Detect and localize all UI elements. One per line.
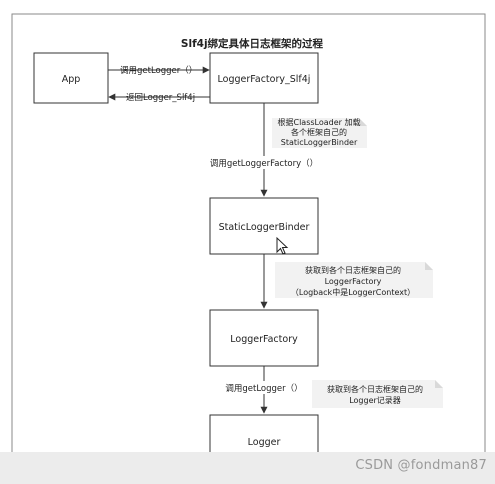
node-logger-factory: LoggerFactory: [209, 309, 319, 367]
note-classloader-line-3: StaticLoggerBinder: [281, 138, 358, 147]
watermark: CSDN @fondman87: [355, 458, 487, 473]
node-logger-label: Logger: [248, 437, 281, 448]
note-logger-factory-line-2: LoggerFactory: [325, 277, 382, 286]
note-classloader-line-1: 根据ClassLoader 加载: [278, 117, 361, 127]
note-logger-line-1: 获取到各个日志框架自己的: [327, 384, 423, 394]
node-static-logger-binder-label: StaticLoggerBinder: [219, 222, 310, 233]
edge-return-logger-slf4j-label: 返回Logger_Slf4j: [126, 92, 195, 103]
note-logger-factory-line-1: 获取到各个日志框架自己的: [305, 265, 401, 275]
edge-call-get-logger-top-label: 调用getLogger（）: [120, 65, 197, 76]
node-logger-factory-label: LoggerFactory: [230, 334, 298, 345]
node-app-label: App: [62, 74, 81, 85]
edge-call-get-logger-factory-label: 调用getLoggerFactory（）: [210, 158, 318, 169]
note-classloader: 根据ClassLoader 加载 各个框架自己的 StaticLoggerBin…: [272, 117, 367, 148]
node-app: App: [33, 52, 109, 104]
node-static-logger-binder: StaticLoggerBinder: [209, 197, 319, 255]
edge-call-get-logger-bottom-label: 调用getLogger（）: [225, 383, 302, 394]
note-logger: 获取到各个日志框架自己的 Logger记录器: [312, 380, 443, 408]
note-logger-line-2: Logger记录器: [349, 396, 401, 405]
note-logger-factory-line-3: （Logback中是LoggerContext）: [291, 287, 415, 297]
diagram-title: Slf4j绑定具体日志框架的过程: [181, 37, 324, 50]
node-logger-factory-slf4j-label: LoggerFactory_Slf4j: [218, 74, 311, 85]
node-logger-factory-slf4j: LoggerFactory_Slf4j: [209, 52, 319, 104]
note-logger-factory: 获取到各个日志框架自己的 LoggerFactory （Logback中是Log…: [275, 262, 433, 298]
note-classloader-line-2: 各个框架自己的: [291, 127, 347, 137]
bottom-bar: [0, 452, 495, 484]
mouse-cursor-icon: [276, 236, 289, 255]
